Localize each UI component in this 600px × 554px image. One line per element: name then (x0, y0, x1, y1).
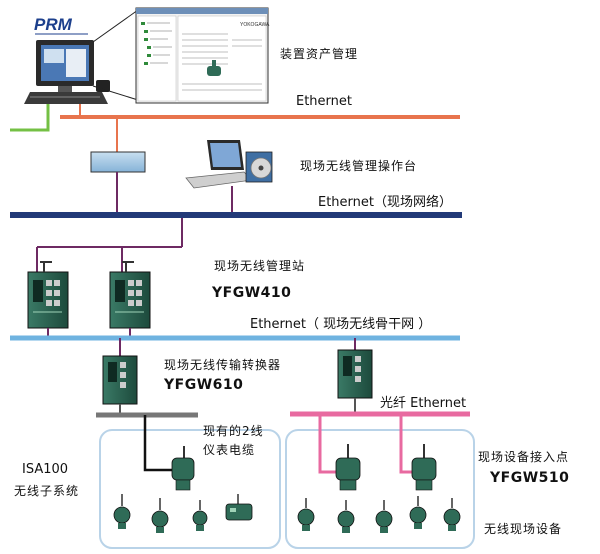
detail-pane (177, 15, 267, 102)
prm-logo: PRM (34, 15, 73, 34)
yfgw410-label: YFGW410 (212, 285, 292, 301)
isa100-right-group (285, 429, 475, 549)
media-converter-box (90, 151, 146, 173)
laptop-icon (185, 140, 253, 189)
field-device (151, 498, 169, 533)
converter-label: 现场无线传输转换器 (164, 358, 282, 372)
yfgw510-unit-2 (411, 444, 437, 491)
existing-cable-label-1: 现有的2线 (203, 424, 264, 438)
cd-icon (245, 151, 273, 183)
ethernet-top-label: Ethernet (296, 94, 352, 109)
field-device (192, 500, 208, 531)
field-device (409, 496, 427, 529)
yfgw410-unit-2 (109, 261, 151, 329)
ethernet-backbone-label: Ethernet（ 现场无线骨干网 ） (250, 317, 432, 332)
pc-link-green (10, 104, 50, 132)
ethernet-field-label: Ethernet（现场网络） (318, 195, 452, 210)
field-device (443, 498, 461, 531)
transmitter-thumbnail (207, 66, 221, 76)
yfgw510-label: YFGW510 (490, 470, 570, 486)
yfgw610-unit-2 (337, 349, 373, 399)
field-devices-label: 无线现场设备 (484, 522, 563, 536)
field-device-box (225, 494, 253, 521)
field-device (297, 498, 315, 531)
fiber-ethernet-label: 光纤 Ethernet (380, 396, 467, 411)
isa100-left-group (99, 429, 281, 549)
wireless-adapter-device (171, 446, 195, 491)
field-device (375, 500, 393, 533)
asset-management-label: 装置资产管理 (280, 47, 359, 61)
field-device (337, 500, 355, 533)
cpu-box (96, 80, 110, 92)
asset-management-screenshot: YOKOGAWA (92, 7, 270, 104)
tree-pane (137, 15, 177, 102)
yfgw510-unit-1 (335, 444, 361, 491)
access-point-label: 现场设备接入点 (478, 450, 570, 464)
yokogawa-text: YOKOGAWA (240, 22, 270, 28)
two-wire-cable (143, 415, 172, 472)
yfgw410-unit-1 (27, 261, 69, 329)
isa100-label-1: ISA100 (22, 462, 69, 477)
prm-workstation: PRM (24, 15, 110, 104)
management-station-label: 现场无线管理站 (214, 259, 306, 273)
isa100-label-2: 无线子系统 (14, 484, 80, 498)
yfgw610-label: YFGW610 (164, 377, 244, 393)
existing-cable-label-2: 仪表电缆 (203, 443, 256, 457)
field-device (113, 494, 131, 529)
yfgw610-unit-1 (102, 355, 138, 405)
wireless-console-label: 现场无线管理操作台 (300, 159, 418, 173)
keyboard (24, 92, 108, 104)
